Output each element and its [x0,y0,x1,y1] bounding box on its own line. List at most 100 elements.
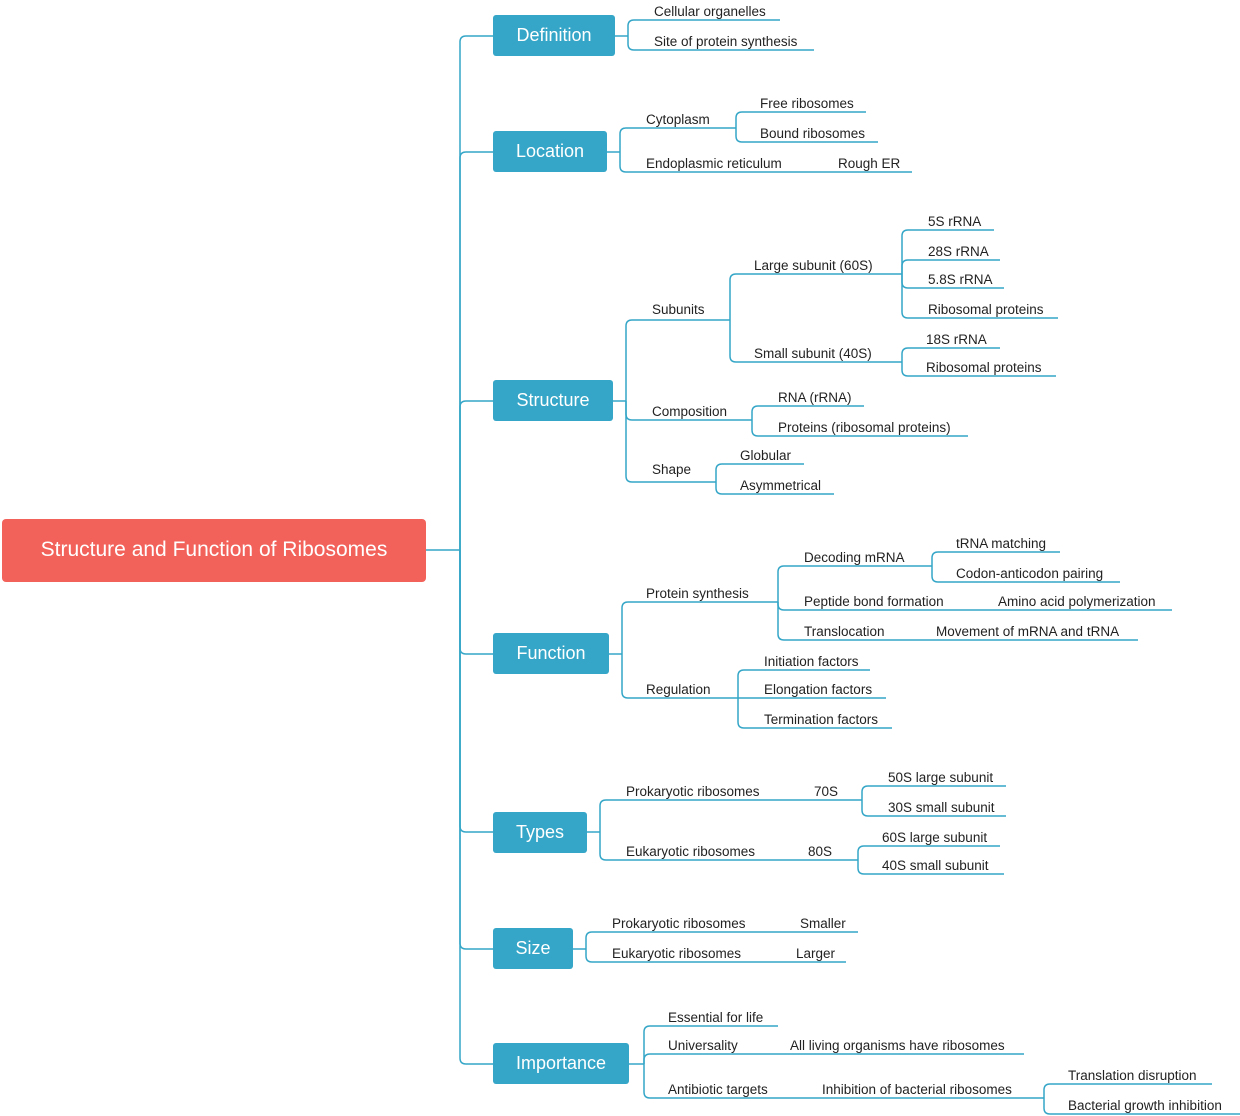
connector-line [619,127,736,152]
node-size-prokaryotic[interactable]: Prokaryotic ribosomes [612,916,746,931]
connector-line [459,550,493,655]
node-asymmetrical[interactable]: Asymmetrical [740,478,822,493]
node-site-of-protein-synthesis[interactable]: Site of protein synthesis [654,34,798,49]
connector-line [861,800,1006,817]
node-endoplasmic-reticulum[interactable]: Endoplasmic reticulum [646,156,782,171]
node-large-subunit[interactable]: Large subunit (60S) [754,258,873,273]
node-globular[interactable]: Globular [740,448,792,463]
node-movement-of-mrna-and-trna[interactable]: Movement of mRNA and tRNA [936,624,1120,639]
node-free-ribosomes[interactable]: Free ribosomes [760,96,854,111]
node-70s[interactable]: 70S [814,784,839,799]
connector-line [459,151,493,550]
connector-line [599,832,858,861]
connector-line [901,274,1058,319]
node-decoding-mrna[interactable]: Decoding mRNA [804,550,905,565]
connector-line [619,152,912,173]
branch-location[interactable]: Location [493,131,607,172]
connector-line [1043,1098,1240,1115]
node-regulation[interactable]: Regulation [646,682,711,697]
node-translocation[interactable]: Translocation [804,624,885,639]
connector-line [735,128,878,143]
node-bacterial-growth-inhibition[interactable]: Bacterial growth inhibition [1068,1098,1222,1113]
node-cellular-organelles[interactable]: Cellular organelles [654,4,766,19]
branch-types[interactable]: Types [493,812,587,853]
connector-line [459,550,493,950]
node-protein-synthesis[interactable]: Protein synthesis [646,586,749,601]
branch-structure[interactable]: Structure [493,380,613,421]
connector-line [931,566,1120,583]
node-proteins[interactable]: Proteins (ribosomal proteins) [778,420,951,435]
connector-line [459,35,493,550]
connector-line [715,463,804,482]
node-18s-rrna[interactable]: 18S rRNA [926,332,987,347]
node-composition[interactable]: Composition [652,404,728,419]
connector-line [627,19,780,36]
connector-line [715,482,834,495]
connector-line [1043,1083,1212,1098]
connector-line [627,36,814,51]
branch-size[interactable]: Size [493,928,573,969]
node-28s-rrna[interactable]: 28S rRNA [928,244,989,259]
node-rough-er[interactable]: Rough ER [838,156,901,171]
node-50s-large-subunit[interactable]: 50S large subunit [888,770,994,785]
node-rna-rrna[interactable]: RNA (rRNA) [778,390,852,405]
connector-line [901,229,994,274]
connector-line [751,405,864,420]
connector-line [735,111,866,128]
connector-line [857,860,1004,875]
connector-line [901,259,1000,274]
node-5s-rrna[interactable]: 5S rRNA [928,214,982,229]
connector-line [857,845,1000,860]
node-30s-small-subunit[interactable]: 30S small subunit [888,800,995,815]
connector-line [599,799,862,832]
node-cytoplasm[interactable]: Cytoplasm [646,112,710,127]
node-all-living-organisms[interactable]: All living organisms have ribosomes [790,1038,1005,1053]
branch-function[interactable]: Function [493,633,609,674]
connector-line [459,550,493,833]
connector-line [585,931,858,949]
node-subunits[interactable]: Subunits [652,302,705,317]
node-larger[interactable]: Larger [796,946,836,961]
node-universality[interactable]: Universality [668,1038,738,1053]
node-small-subunit[interactable]: Small subunit (40S) [754,346,872,361]
node-shape[interactable]: Shape [652,462,692,477]
node-essential-for-life[interactable]: Essential for life [668,1010,764,1025]
connector-line [585,949,846,963]
node-codon-anticodon-pairing[interactable]: Codon-anticodon pairing [956,566,1104,581]
node-bound-ribosomes[interactable]: Bound ribosomes [760,126,866,141]
node-80s[interactable]: 80S [808,844,833,859]
node-size-eukaryotic[interactable]: Eukaryotic ribosomes [612,946,742,961]
connector-line [621,654,738,699]
node-40s-small-subunit[interactable]: 40S small subunit [882,858,989,873]
node-5-8s-rrna[interactable]: 5.8S rRNA [928,272,993,287]
node-types-eukaryotic[interactable]: Eukaryotic ribosomes [626,844,756,859]
node-smaller[interactable]: Smaller [800,916,846,931]
connector-line [643,1053,1024,1064]
node-initiation-factors[interactable]: Initiation factors [764,654,859,669]
branch-importance[interactable]: Importance [493,1043,629,1084]
branch-definition[interactable]: Definition [493,15,615,56]
node-antibiotic-targets[interactable]: Antibiotic targets [668,1082,768,1097]
node-large-ribosomal-proteins[interactable]: Ribosomal proteins [928,302,1044,317]
connector-line [777,602,1138,641]
node-translation-disruption[interactable]: Translation disruption [1068,1068,1197,1083]
connector-line [625,319,730,401]
node-termination-factors[interactable]: Termination factors [764,712,879,727]
connector-line [729,273,902,320]
node-elongation-factors[interactable]: Elongation factors [764,682,873,697]
root-topic[interactable]: Structure and Function of Ribosomes [2,519,426,582]
node-peptide-bond-formation[interactable]: Peptide bond formation [804,594,944,609]
connector-line [459,400,493,550]
node-amino-acid-polymerization[interactable]: Amino acid polymerization [998,594,1156,609]
node-trna-matching[interactable]: tRNA matching [956,536,1047,551]
node-inhibition-of-bacterial-ribosomes[interactable]: Inhibition of bacterial ribosomes [822,1082,1012,1097]
connector-line [459,550,493,1065]
node-types-prokaryotic[interactable]: Prokaryotic ribosomes [626,784,760,799]
connector-line [737,669,870,698]
node-small-ribosomal-proteins[interactable]: Ribosomal proteins [926,360,1042,375]
connector-line [901,362,1056,377]
node-60s-large-subunit[interactable]: 60S large subunit [882,830,988,845]
connector-line [931,551,1060,566]
